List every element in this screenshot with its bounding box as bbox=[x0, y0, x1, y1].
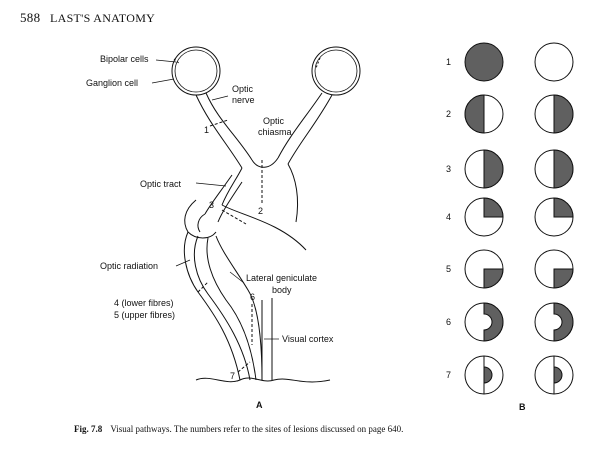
label-chiasma-1: Optic bbox=[263, 116, 285, 126]
lesion-number-3: 3 bbox=[209, 200, 214, 210]
lesion-number-7: 7 bbox=[230, 371, 235, 381]
figure-caption: Fig. 7.8 Visual pathways. The numbers re… bbox=[74, 424, 403, 434]
left-eyeball bbox=[171, 46, 221, 96]
row-number-3: 3 bbox=[446, 164, 451, 174]
optic-chiasma bbox=[221, 157, 307, 251]
lesion-1-mark bbox=[209, 119, 229, 127]
lesion-number-2: 2 bbox=[258, 206, 263, 216]
lesion-number-6: 6 bbox=[250, 292, 255, 302]
field-row-6: 6 bbox=[446, 302, 574, 342]
running-title: LAST'S ANATOMY bbox=[49, 11, 156, 25]
row-number-1: 1 bbox=[446, 57, 451, 67]
panel-b-label: B bbox=[519, 402, 526, 412]
lesion-marks bbox=[197, 119, 263, 373]
right-optic-nerve bbox=[277, 92, 333, 165]
label-lateral-geniculate-body: body bbox=[272, 285, 292, 295]
diagram-labels: Bipolar cells Ganglion cell Optic nerve … bbox=[86, 54, 334, 410]
right-field-1 bbox=[534, 42, 574, 82]
field-row-5: 5 bbox=[446, 249, 574, 289]
label-lateral-geniculate: Lateral geniculate bbox=[246, 273, 317, 283]
caption-text: Visual pathways. The numbers refer to th… bbox=[110, 424, 404, 434]
left-field-1 bbox=[464, 42, 504, 82]
row-number-7: 7 bbox=[446, 370, 451, 380]
figure-number: Fig. 7.8 bbox=[74, 424, 103, 434]
lesion-number-1: 1 bbox=[204, 125, 209, 135]
lesion-3-mark bbox=[221, 209, 247, 225]
field-row-3: 3 bbox=[446, 149, 574, 189]
optic-radiation bbox=[183, 231, 263, 381]
field-row-1: 1 bbox=[446, 42, 574, 82]
lesion-7-mark bbox=[237, 361, 251, 373]
leader-lines bbox=[151, 59, 279, 340]
field-row-7: 7 bbox=[446, 355, 574, 395]
label-optic-nerve-2: nerve bbox=[232, 95, 255, 105]
label-optic-radiation: Optic radiation bbox=[100, 261, 158, 271]
field-row-4: 4 bbox=[446, 197, 574, 237]
page-number: 588 bbox=[20, 10, 41, 25]
label-optic-nerve-1: Optic bbox=[232, 84, 254, 94]
label-ganglion-cell: Ganglion cell bbox=[86, 78, 138, 88]
label-chiasma-2: chiasma bbox=[258, 127, 292, 137]
optic-tract bbox=[204, 174, 243, 223]
left-optic-nerve bbox=[195, 92, 253, 169]
right-eyeball bbox=[311, 46, 361, 96]
label-lower-fibres: 4 (lower fibres) bbox=[114, 298, 174, 308]
field-row-2: 2 bbox=[446, 94, 574, 134]
row-number-5: 5 bbox=[446, 264, 451, 274]
label-visual-cortex: Visual cortex bbox=[282, 334, 334, 344]
visual-field-panel: 1 2 3 4 bbox=[446, 42, 574, 412]
label-bipolar-cells: Bipolar cells bbox=[100, 54, 149, 64]
row-number-6: 6 bbox=[446, 317, 451, 327]
lesion-4-5-mark bbox=[197, 281, 209, 293]
label-optic-tract: Optic tract bbox=[140, 179, 182, 189]
row-number-2: 2 bbox=[446, 109, 451, 119]
row-number-4: 4 bbox=[446, 212, 451, 222]
panel-a-label: A bbox=[256, 400, 263, 410]
running-head: 588 LAST'S ANATOMY bbox=[20, 10, 155, 26]
label-upper-fibres: 5 (upper fibres) bbox=[114, 310, 175, 320]
visual-pathway-diagram bbox=[151, 46, 361, 383]
